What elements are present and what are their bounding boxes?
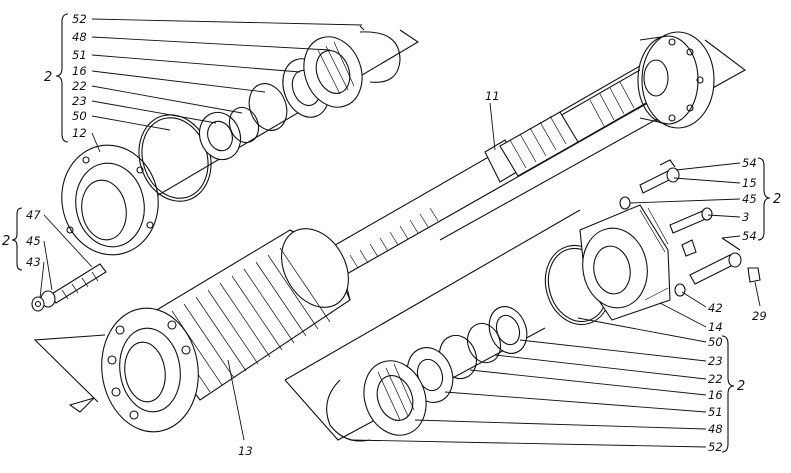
callout-11-shaft: 11 — [485, 89, 500, 103]
group-qty-left: 2 — [2, 234, 10, 249]
shaft-flange — [637, 31, 715, 129]
callout-12: 12 — [72, 126, 87, 140]
brackets — [11, 13, 771, 453]
main-housing — [101, 228, 351, 433]
shaft-assembly — [329, 65, 661, 276]
group-qty-bottom-right: 2 — [737, 379, 745, 394]
bottom-right-bearing-stack — [326, 306, 528, 442]
callout-42: 42 — [708, 301, 723, 315]
callout-50-top: 50 — [72, 109, 87, 123]
bottom-right-callout-labels: 50 23 22 16 51 48 52 2 — [708, 335, 745, 454]
callout-29: 29 — [752, 309, 767, 323]
callout-45-left: 45 — [26, 234, 41, 248]
callout-54-lower: 54 — [742, 229, 757, 243]
callout-16-top: 16 — [72, 64, 87, 78]
callout-52-bottom: 52 — [708, 440, 723, 454]
callout-48-bottom: 48 — [708, 422, 723, 436]
top-left-callout-labels: 52 48 51 16 22 23 50 12 2 — [44, 12, 87, 140]
callout-23-bottom: 23 — [708, 354, 723, 368]
top-left-bearing-stack — [61, 25, 401, 256]
left-callout-labels: 47 45 43 2 — [2, 208, 41, 269]
callout-14: 14 — [708, 320, 723, 334]
callout-23-top: 23 — [72, 94, 87, 108]
leader-lines — [39, 18, 761, 448]
left-bolt-group — [31, 263, 107, 312]
callout-22-top: 22 — [72, 79, 87, 93]
callout-22-bottom: 22 — [708, 372, 723, 386]
callout-52-top: 52 — [72, 12, 87, 26]
callout-51-bottom: 51 — [708, 405, 723, 419]
callout-43: 43 — [26, 255, 41, 269]
right-mid-callout-labels: 42 29 14 — [708, 301, 767, 334]
callout-50-bottom: 50 — [708, 335, 723, 349]
callout-15: 15 — [742, 176, 757, 190]
right-callout-labels: 54 15 45 3 54 2 — [742, 156, 781, 243]
callout-51-top: 51 — [72, 48, 87, 62]
callout-16-bottom: 16 — [708, 388, 723, 402]
right-cap-assembly — [544, 159, 761, 326]
callout-45-right: 45 — [742, 192, 757, 206]
group-qty-right: 2 — [773, 192, 781, 207]
group-qty-top-left: 2 — [44, 70, 52, 85]
callout-13-housing: 13 — [238, 444, 253, 458]
callout-47: 47 — [26, 208, 41, 222]
callout-54-upper: 54 — [742, 156, 757, 170]
callout-48-top: 48 — [72, 30, 87, 44]
callout-3: 3 — [742, 210, 749, 224]
